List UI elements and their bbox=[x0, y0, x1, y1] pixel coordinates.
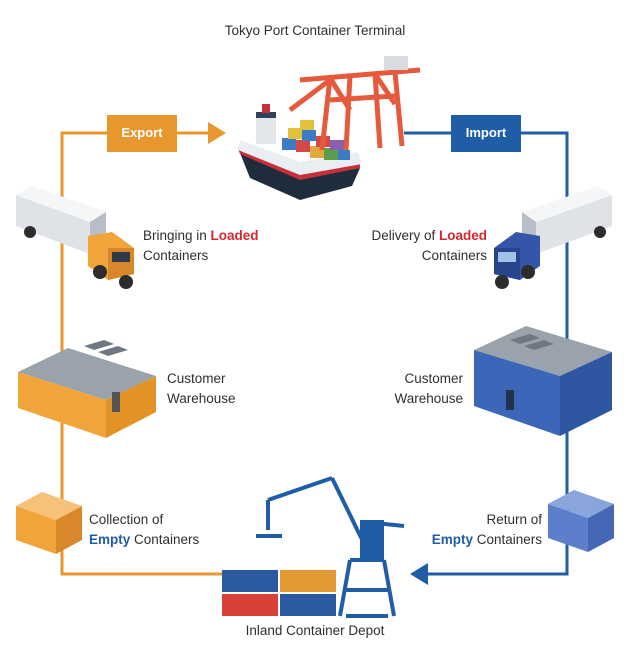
container-ship-icon bbox=[238, 104, 362, 200]
collection-empty-label: Collection of Empty Containers bbox=[89, 510, 199, 550]
delivery-loaded-label: Delivery of Loaded Containers bbox=[371, 226, 487, 266]
return-highlight: Empty bbox=[431, 532, 473, 547]
import-badge-label: Import bbox=[465, 125, 507, 140]
left-truck-icon bbox=[16, 186, 134, 289]
return-pre: Return of bbox=[486, 512, 542, 527]
right-warehouse-label: Customer Warehouse bbox=[394, 369, 463, 409]
left-warehouse-line1: Customer bbox=[167, 371, 226, 386]
bringing-highlight: Loaded bbox=[210, 228, 259, 243]
delivery-post: Containers bbox=[421, 248, 487, 263]
left-empty-container-icon bbox=[16, 492, 82, 554]
left-warehouse-icon bbox=[18, 340, 156, 438]
gantry-crane-icon bbox=[288, 67, 421, 151]
bringing-pre: Bringing in bbox=[143, 228, 211, 243]
delivery-pre: Delivery of bbox=[371, 228, 439, 243]
crane-cabin bbox=[384, 56, 408, 70]
export-badge-label: Export bbox=[121, 125, 163, 140]
right-empty-container-icon bbox=[548, 490, 614, 552]
left-warehouse-line2: Warehouse bbox=[167, 391, 236, 406]
import-badge bbox=[451, 115, 521, 152]
import-arrowhead bbox=[410, 563, 428, 585]
right-warehouse-line2: Warehouse bbox=[394, 391, 463, 406]
right-warehouse-icon bbox=[474, 326, 612, 436]
depot-label: Inland Container Depot bbox=[245, 623, 385, 638]
left-warehouse-label: Customer Warehouse bbox=[167, 369, 236, 409]
export-badge bbox=[107, 115, 177, 152]
collection-pre: Collection of bbox=[89, 512, 164, 527]
bringing-post: Containers bbox=[143, 248, 209, 263]
depot-containers-icon bbox=[222, 570, 336, 616]
right-warehouse-line1: Customer bbox=[404, 371, 463, 386]
return-empty-label: Return of Empty Containers bbox=[432, 510, 542, 550]
terminal-title: Tokyo Port Container Terminal bbox=[224, 23, 406, 38]
export-arrowhead bbox=[208, 122, 226, 144]
bringing-loaded-label: Bringing in Loaded Containers bbox=[143, 226, 259, 266]
export-flow-line bbox=[60, 131, 222, 576]
collection-highlight: Empty bbox=[89, 532, 131, 547]
right-truck-icon bbox=[494, 186, 612, 289]
collection-post: Containers bbox=[130, 532, 200, 547]
delivery-highlight: Loaded bbox=[438, 228, 487, 243]
depot-crane-tower bbox=[360, 520, 384, 560]
return-post: Containers bbox=[472, 532, 542, 547]
